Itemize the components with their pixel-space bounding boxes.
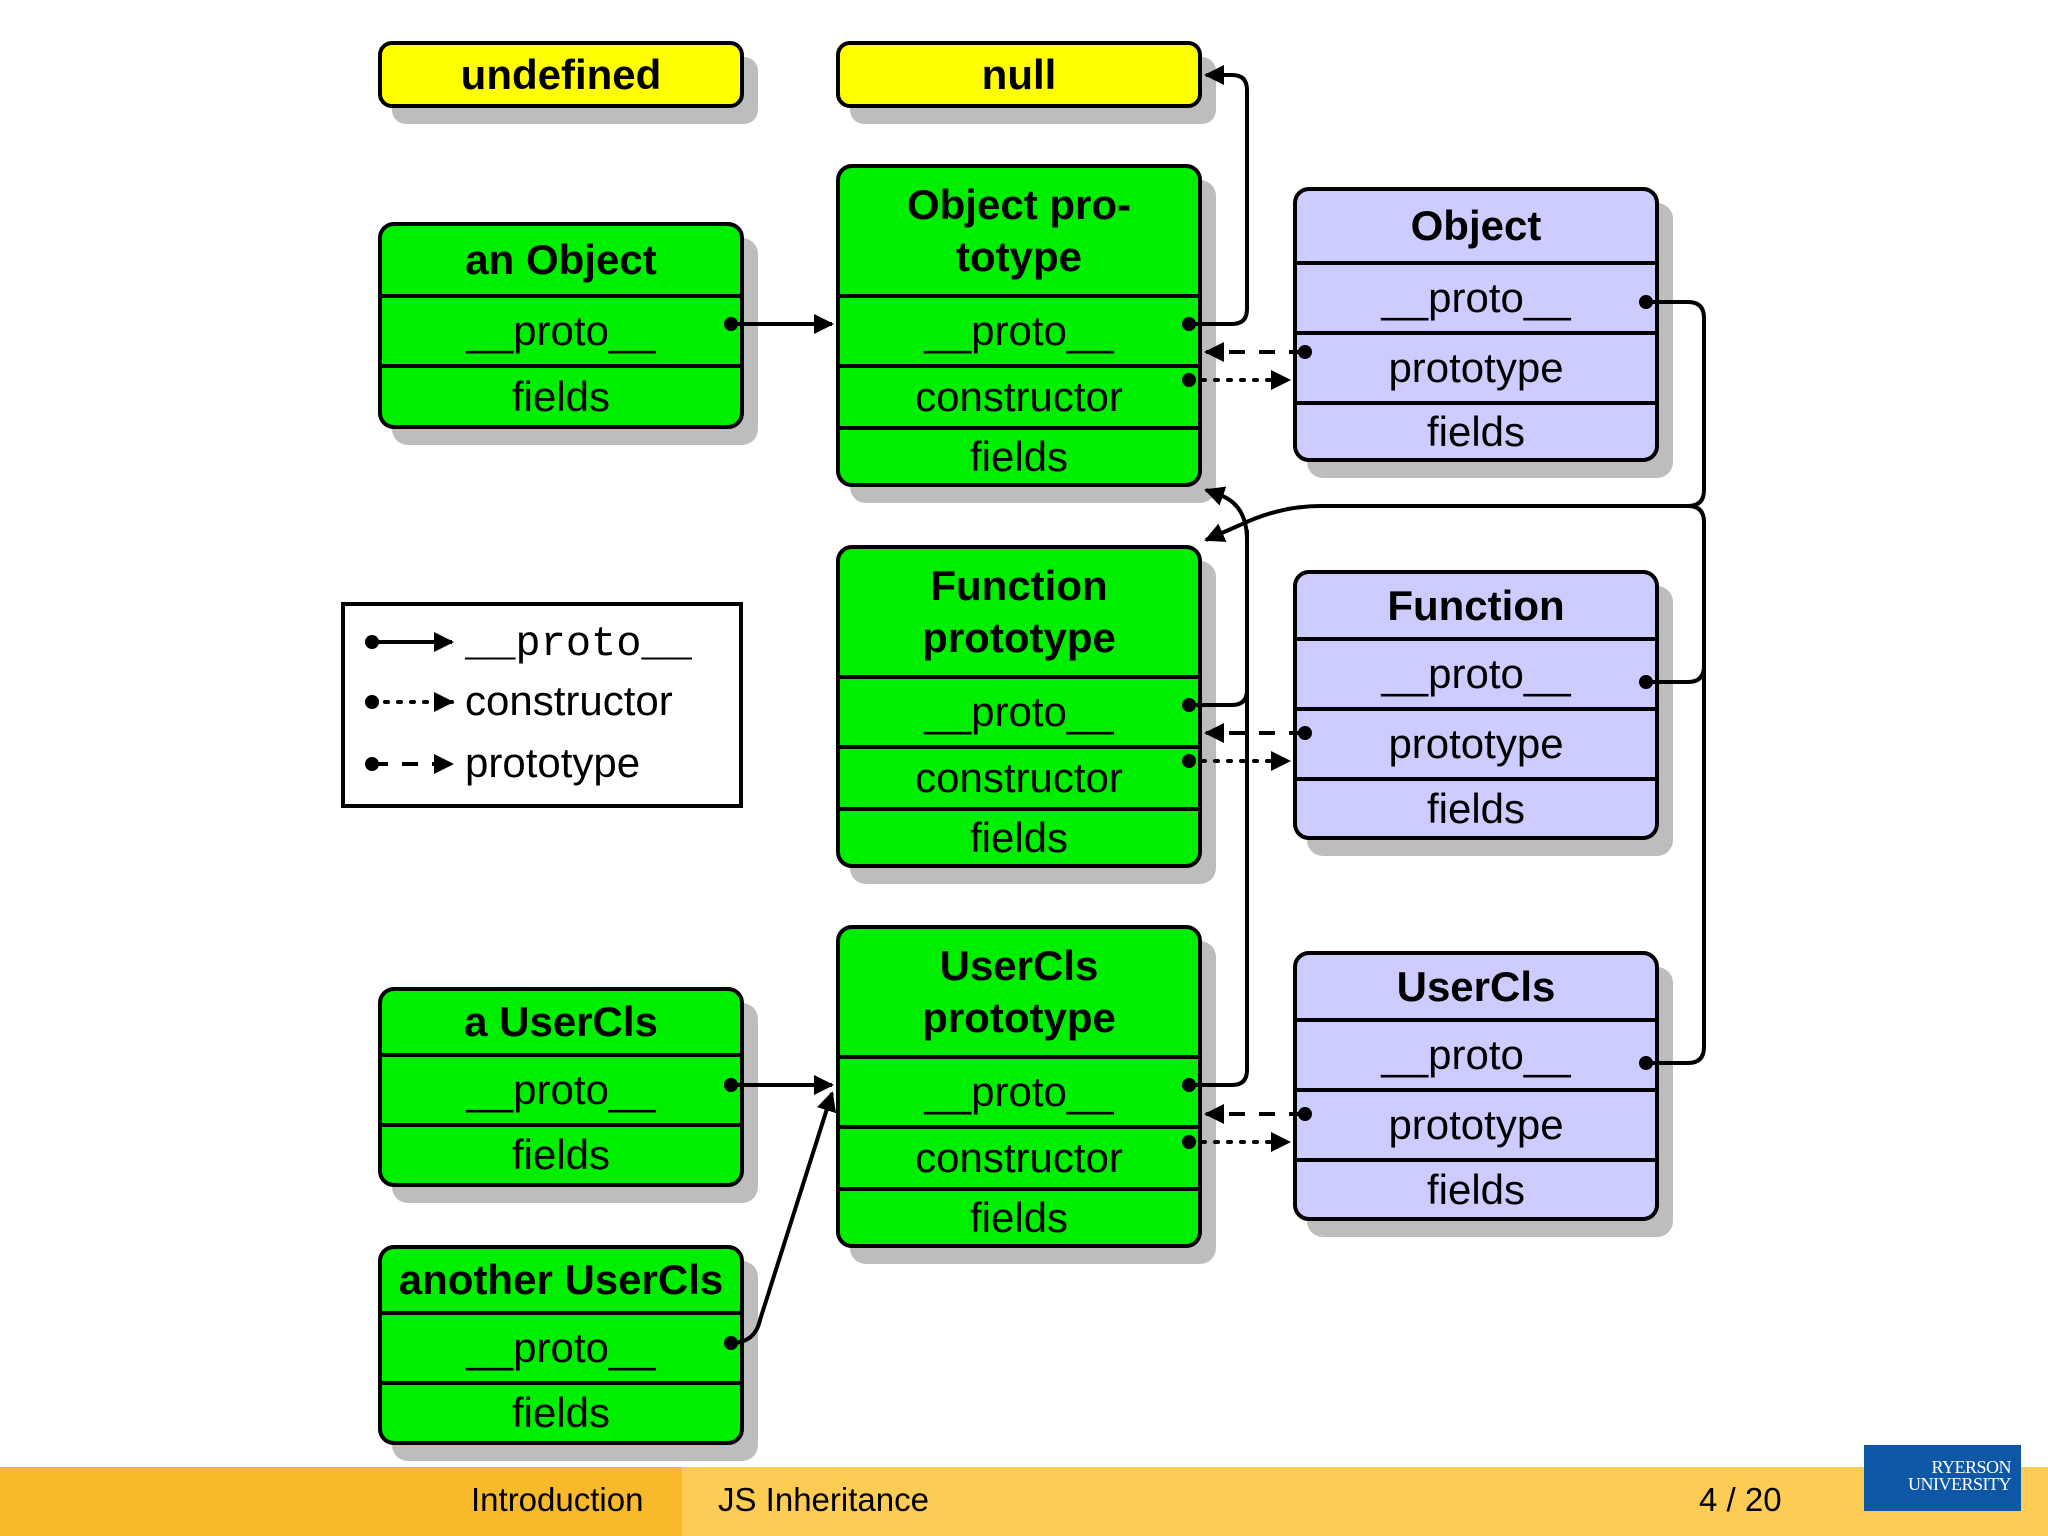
object-constructor-box: Object __proto__ prototype fields <box>1293 187 1659 462</box>
footer-title-panel: JS Inheritance 4 / 20 <box>682 1467 2048 1536</box>
usercls-constructor-box: UserCls __proto__ prototype fields <box>1293 951 1659 1221</box>
function-prototype-box: Function prototype __proto__ constructor… <box>836 545 1202 868</box>
function-constructor-fields-row: fields <box>1297 777 1655 836</box>
function-constructor-box: Function __proto__ prototype fields <box>1293 570 1659 840</box>
arrow-usercls-prototype-constructor <box>1182 1132 1291 1152</box>
arrow-object-prototype-proto <box>1182 65 1249 331</box>
null-box: null <box>836 41 1202 108</box>
arrow-function-prototype <box>1204 723 1312 743</box>
object-prototype-proto-row: __proto__ <box>840 294 1198 364</box>
function-constructor-proto-row: __proto__ <box>1297 637 1655 707</box>
ryerson-logo: RYERSON UNIVERSITY <box>1864 1445 2021 1511</box>
usercls-constructor-prototype-row: prototype <box>1297 1088 1655 1158</box>
footer-page-number: 4 / 20 <box>1699 1481 1782 1518</box>
function-constructor-title: Function <box>1387 581 1565 629</box>
arrow-an-object-proto <box>724 314 834 334</box>
legend-prototype-label: prototype <box>465 739 641 786</box>
a-usercls-proto-row: __proto__ <box>382 1053 740 1123</box>
object-constructor-title: Object <box>1410 202 1542 249</box>
another-usercls-proto-row: __proto__ <box>382 1311 740 1381</box>
footer-section-panel: Introduction <box>0 1467 682 1536</box>
usercls-constructor-proto-row: __proto__ <box>1297 1018 1655 1088</box>
arrow-object-prototype <box>1204 342 1312 362</box>
an-object-box: an Object __proto__ fields <box>378 222 744 429</box>
usercls-prototype-constructor-row: constructor <box>840 1125 1198 1187</box>
object-constructor-proto-row: __proto__ <box>1297 261 1655 331</box>
an-object-fields-row: fields <box>382 364 740 425</box>
legend-constructor-arrow <box>365 692 454 712</box>
object-prototype-title: Object pro- totype <box>906 181 1131 280</box>
arrow-usercls-proto <box>1639 666 1706 1070</box>
arrow-a-usercls-proto <box>724 1075 834 1095</box>
object-prototype-fields-row: fields <box>840 426 1198 483</box>
function-prototype-constructor-row: constructor <box>840 745 1198 807</box>
arrow-usercls-prototype-proto <box>1182 530 1249 1092</box>
a-usercls-title: a UserCls <box>464 998 658 1045</box>
usercls-prototype-proto-row: __proto__ <box>840 1055 1198 1125</box>
undefined-title: undefined <box>460 50 662 98</box>
arrow-function-prototype-constructor <box>1182 751 1291 771</box>
function-constructor-prototype-row: prototype <box>1297 707 1655 777</box>
null-title: null <box>981 50 1057 98</box>
usercls-prototype-title: UserCls prototype <box>922 942 1116 1041</box>
slide-footer: Introduction JS Inheritance 4 / 20 <box>0 1467 2048 1536</box>
usercls-constructor-title: UserCls <box>1396 962 1556 1010</box>
an-object-proto-row: __proto__ <box>382 294 740 364</box>
object-constructor-fields-row: fields <box>1297 401 1655 458</box>
object-constructor-prototype-row: prototype <box>1297 331 1655 401</box>
object-prototype-constructor-row: constructor <box>840 364 1198 426</box>
logo-line-2: UNIVERSITY <box>1908 1474 2012 1494</box>
arrow-object-prototype-constructor <box>1182 370 1291 390</box>
function-prototype-title: Function prototype <box>922 562 1116 661</box>
another-usercls-box: another UserCls __proto__ fields <box>378 1245 744 1445</box>
legend-proto-label: __proto__ <box>465 620 692 668</box>
another-usercls-fields-row: fields <box>382 1381 740 1441</box>
legend-constructor-label: constructor <box>465 677 673 724</box>
arrow-object-proto <box>1204 295 1706 542</box>
arrow-function-prototype-proto <box>1182 486 1249 712</box>
logo-line-1: RYERSON <box>1931 1457 2011 1477</box>
function-prototype-fields-row: fields <box>840 807 1198 864</box>
footer-section: Introduction <box>471 1481 644 1518</box>
usercls-prototype-fields-row: fields <box>840 1187 1198 1244</box>
an-object-title: an Object <box>465 236 657 283</box>
arrow-usercls-prototype <box>1204 1104 1312 1124</box>
legend: __proto__ constructor prototype <box>341 602 743 808</box>
a-usercls-box: a UserCls __proto__ fields <box>378 987 744 1187</box>
a-usercls-fields-row: fields <box>382 1123 740 1183</box>
another-usercls-title: another UserCls <box>398 1256 724 1303</box>
legend-prototype-arrow <box>365 754 454 774</box>
arrow-function-proto <box>1639 504 1706 689</box>
usercls-constructor-fields-row: fields <box>1297 1158 1655 1217</box>
function-prototype-proto-row: __proto__ <box>840 675 1198 745</box>
object-prototype-box: Object pro- totype __proto__ constructor… <box>836 164 1202 487</box>
usercls-prototype-box: UserCls prototype __proto__ constructor … <box>836 925 1202 1248</box>
undefined-box: undefined <box>378 41 744 108</box>
legend-proto-arrow <box>365 632 454 652</box>
footer-title: JS Inheritance <box>718 1481 929 1518</box>
arrow-another-usercls-proto <box>724 1091 837 1350</box>
